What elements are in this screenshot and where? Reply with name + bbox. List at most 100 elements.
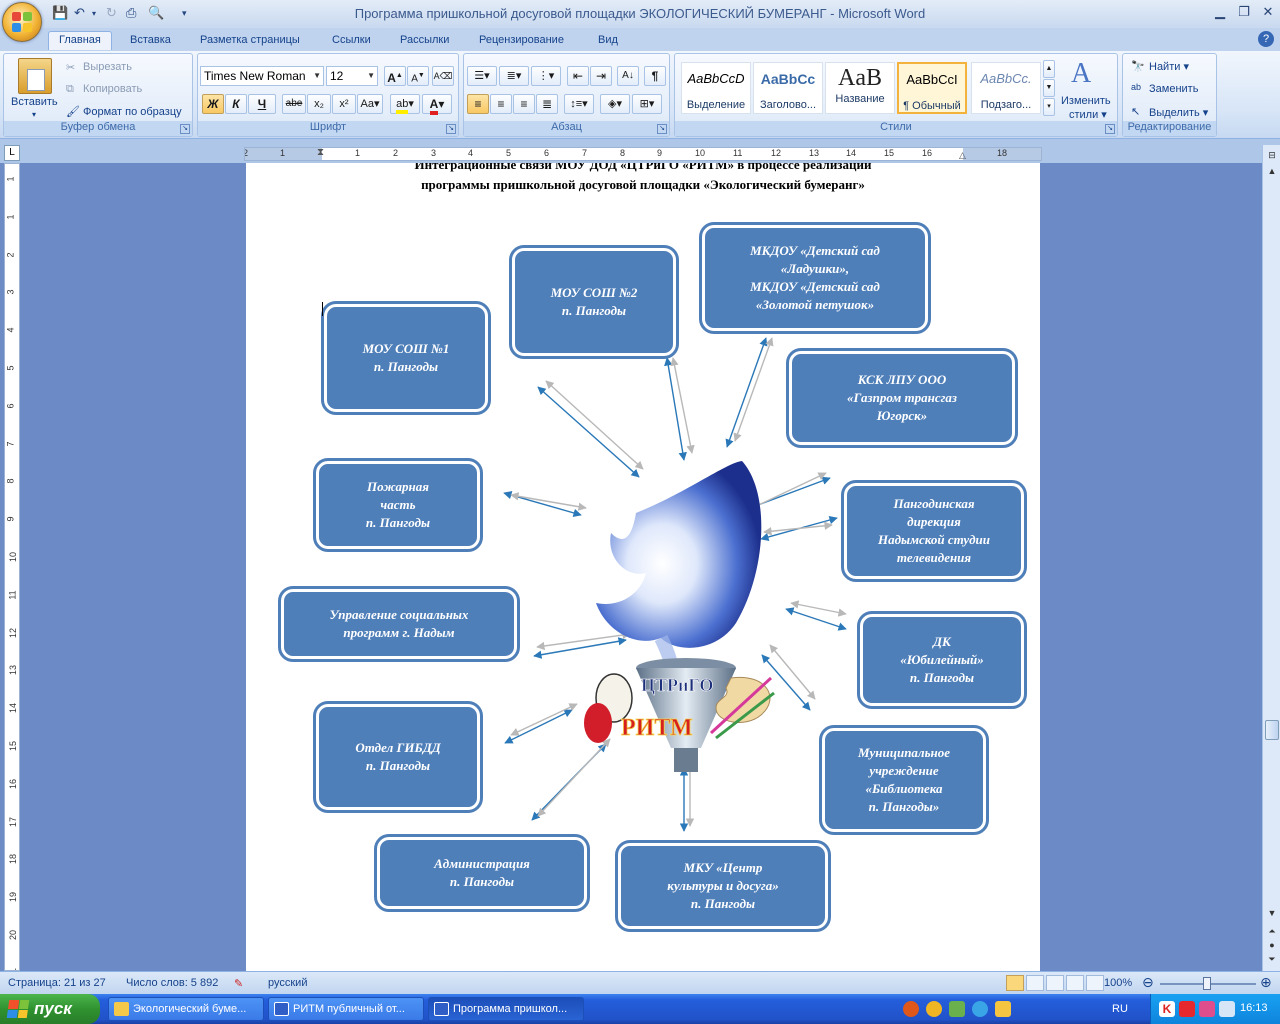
align-left-icon[interactable]: ≡: [467, 94, 489, 114]
subscript-button[interactable]: x₂: [307, 94, 331, 114]
format-painter-button[interactable]: Формат по образцу: [83, 106, 182, 118]
highlight-button[interactable]: ab▾: [390, 94, 420, 114]
cut-button[interactable]: Вырезать: [83, 61, 132, 73]
align-right-icon[interactable]: ≡: [513, 94, 535, 114]
task-explorer[interactable]: Экологический буме...: [108, 997, 264, 1021]
winamp-icon[interactable]: [995, 1001, 1011, 1017]
draft-view-icon[interactable]: [1086, 975, 1104, 991]
split-icon[interactable]: ⊟: [1268, 150, 1276, 160]
font-color-button[interactable]: A▾: [422, 94, 452, 115]
antivirus-icon[interactable]: K: [1159, 1001, 1175, 1017]
style-heading[interactable]: AaBbCc Заголово...: [753, 62, 823, 114]
tab-mailings[interactable]: Рассылки: [400, 34, 450, 46]
document-page[interactable]: Интеграционные связи МОУ ДОД «ЦТРиГО «РИ…: [246, 163, 1040, 971]
tab-review[interactable]: Рецензирование: [479, 34, 564, 46]
numbering-icon[interactable]: ≣▾: [499, 66, 529, 86]
underline-button[interactable]: Ч: [248, 94, 276, 114]
zoom-level[interactable]: 100%: [1104, 977, 1133, 989]
tab-page-layout[interactable]: Разметка страницы: [200, 34, 300, 46]
print-icon[interactable]: ⎙: [126, 5, 137, 20]
tab-view[interactable]: Вид: [598, 34, 618, 46]
style-title[interactable]: AaB Название: [825, 62, 895, 114]
help-icon[interactable]: ?: [1258, 31, 1274, 47]
increase-indent-icon[interactable]: ⇥: [590, 66, 612, 86]
tab-home[interactable]: Главная: [48, 31, 112, 50]
language-bar[interactable]: RU: [1112, 1003, 1128, 1015]
tab-references[interactable]: Ссылки: [332, 34, 371, 46]
superscript-button[interactable]: x²: [332, 94, 356, 114]
save-icon[interactable]: 💾: [52, 5, 69, 20]
customize-qat-icon[interactable]: ▾: [182, 8, 187, 18]
undo-dropdown-icon[interactable]: ▾: [92, 9, 97, 18]
shrink-font-button[interactable]: A▼: [407, 66, 429, 86]
language-indicator[interactable]: русский: [268, 977, 308, 989]
page-indicator[interactable]: Страница: 21 из 27: [8, 977, 106, 989]
paste-dropdown-icon[interactable]: ▾: [32, 110, 37, 119]
redo-icon[interactable]: ↻: [106, 5, 117, 20]
previous-page-icon[interactable]: ⏶: [1268, 926, 1276, 936]
outline-view-icon[interactable]: [1066, 975, 1084, 991]
task-word-ritm[interactable]: РИТМ публичный от...: [268, 997, 424, 1021]
zoom-in-icon[interactable]: ⊕: [1260, 974, 1272, 990]
paste-icon[interactable]: [18, 58, 52, 94]
justify-icon[interactable]: ≣: [536, 94, 558, 114]
right-indent-marker-icon[interactable]: △: [959, 150, 966, 160]
vertical-scrollbar[interactable]: ⊟ ▲ ▼ ⏶ ● ⏷: [1262, 145, 1280, 971]
zoom-slider-thumb[interactable]: [1203, 977, 1211, 990]
bullets-icon[interactable]: ☰▾: [467, 66, 497, 86]
styles-scroll-up-icon[interactable]: ▲: [1043, 60, 1055, 78]
strikethrough-button[interactable]: abe: [282, 94, 306, 114]
style-emphasis[interactable]: AaBbCcD Выделение: [681, 62, 751, 114]
find-button[interactable]: Найти ▾: [1149, 61, 1189, 73]
close-icon[interactable]: ✕: [1262, 4, 1274, 19]
styles-launcher-icon[interactable]: ↘: [1105, 124, 1115, 134]
indent-marker-icon[interactable]: ⧗: [317, 147, 325, 158]
italic-button[interactable]: К: [225, 94, 247, 114]
undo-icon[interactable]: ↶: [74, 5, 85, 20]
restore-icon[interactable]: ❐: [1238, 4, 1250, 19]
copy-button[interactable]: Копировать: [83, 83, 143, 95]
zoom-out-icon[interactable]: ⊖: [1142, 974, 1154, 990]
tab-insert[interactable]: Вставка: [130, 34, 171, 46]
style-subtitle[interactable]: AaBbCc. Подзаго...: [971, 62, 1041, 114]
sort-icon[interactable]: A↓: [617, 66, 639, 86]
scroll-down-icon[interactable]: ▼: [1267, 908, 1277, 918]
tab-selector-button[interactable]: L: [4, 145, 20, 161]
styles-more-icon[interactable]: ▾: [1043, 98, 1055, 116]
borders-icon[interactable]: ⊞▾: [632, 94, 662, 114]
tray-icon[interactable]: [1179, 1001, 1195, 1017]
full-screen-view-icon[interactable]: [1026, 975, 1044, 991]
task-word-program[interactable]: Программа пришкол...: [428, 997, 584, 1021]
start-button[interactable]: пуск: [0, 994, 100, 1024]
styles-scroll-down-icon[interactable]: ▼: [1043, 79, 1055, 97]
change-styles-icon[interactable]: A: [1071, 58, 1092, 89]
grow-font-button[interactable]: A▲: [384, 66, 406, 86]
line-spacing-icon[interactable]: ↕≡▾: [564, 94, 594, 114]
font-size-combo[interactable]: 12 ▼: [326, 66, 378, 86]
clipboard-launcher-icon[interactable]: ↘: [180, 124, 190, 134]
select-button[interactable]: Выделить ▾: [1149, 107, 1209, 119]
paste-button[interactable]: Вставить: [11, 96, 58, 108]
style-normal[interactable]: AaBbCcI ¶ Обычный: [897, 62, 967, 114]
horizontal-ruler[interactable]: 211234567891011121314151618 ⧗ △: [244, 147, 1042, 161]
clear-formatting-button[interactable]: A⌫: [432, 66, 454, 86]
ie-icon[interactable]: [972, 1001, 988, 1017]
firefox-icon[interactable]: [903, 1001, 919, 1017]
scroll-up-icon[interactable]: ▲: [1267, 166, 1277, 176]
next-page-icon[interactable]: ⏷: [1268, 954, 1276, 964]
paragraph-launcher-icon[interactable]: ↘: [657, 124, 667, 134]
show-marks-icon[interactable]: ¶: [644, 66, 666, 86]
font-launcher-icon[interactable]: ↘: [446, 124, 456, 134]
align-center-icon[interactable]: ≡: [490, 94, 512, 114]
print-layout-view-icon[interactable]: [1006, 975, 1024, 991]
replace-button[interactable]: Заменить: [1149, 83, 1199, 95]
scrollbar-thumb[interactable]: [1265, 720, 1279, 740]
decrease-indent-icon[interactable]: ⇤: [567, 66, 589, 86]
change-styles-button[interactable]: Изменить: [1061, 95, 1111, 107]
change-case-button[interactable]: Aa▾: [357, 94, 383, 114]
minimize-icon[interactable]: ▁: [1215, 4, 1225, 19]
bold-button[interactable]: Ж: [202, 94, 224, 114]
app-icon[interactable]: [949, 1001, 965, 1017]
office-button[interactable]: [2, 2, 42, 42]
print-preview-icon[interactable]: 🔍: [148, 5, 165, 20]
